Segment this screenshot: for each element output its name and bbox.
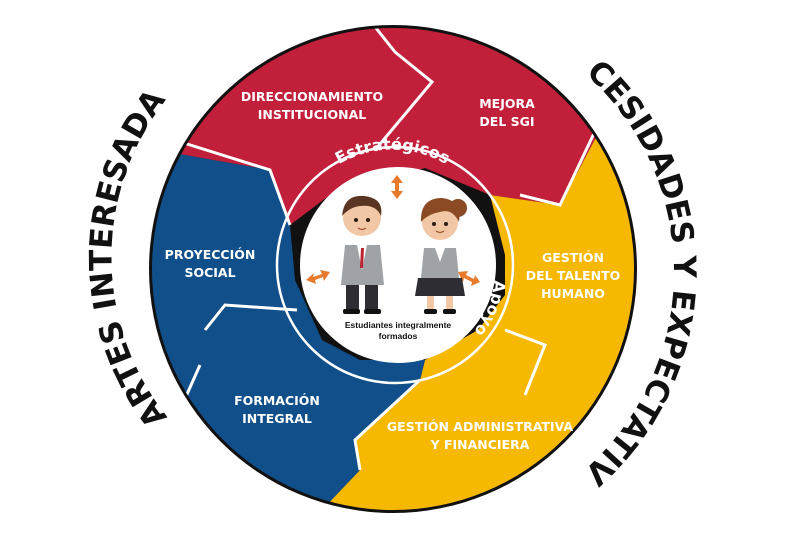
process-mejora-line1: MEJORA xyxy=(479,96,535,111)
center-caption-line1: Estudiantes integralmente xyxy=(345,320,452,330)
stakeholders-label-text: PARTES INTERESADAS xyxy=(0,0,174,434)
process-talento-line1: GESTIÓN xyxy=(542,250,604,265)
double-arrow-icon xyxy=(458,271,480,286)
process-talento-line2: DEL TALENTO xyxy=(526,268,621,283)
boy-student-icon xyxy=(341,195,384,314)
process-administrativa-line2: Y FINANCIERA xyxy=(430,437,530,452)
center-caption-line2: formados xyxy=(379,331,418,341)
stakeholders-label: PARTES INTERESADAS xyxy=(0,0,174,434)
process-formacion-line2: INTEGRAL xyxy=(242,411,312,426)
chevron-dividers xyxy=(167,28,600,471)
process-talento-line3: HUMANO xyxy=(541,286,605,301)
process-proyeccion-line2: SOCIAL xyxy=(184,265,235,280)
process-administrativa-line1: GESTIÓN ADMINISTRATIVA xyxy=(387,419,574,434)
double-arrow-icon xyxy=(306,270,330,284)
process-formacion-line1: FORMACIÓN xyxy=(234,393,320,408)
process-proyeccion-line1: PROYECCIÓN xyxy=(165,247,256,262)
process-direccionamiento-line2: INSTITUCIONAL xyxy=(258,107,367,122)
inner-ring-outline xyxy=(275,145,515,385)
double-arrow-icon xyxy=(391,175,403,199)
process-direccionamiento-line1: DIRECCIONAMIENTO xyxy=(241,89,383,104)
process-mejora-line2: DEL SGI xyxy=(479,114,534,129)
girl-student-icon xyxy=(415,198,467,314)
